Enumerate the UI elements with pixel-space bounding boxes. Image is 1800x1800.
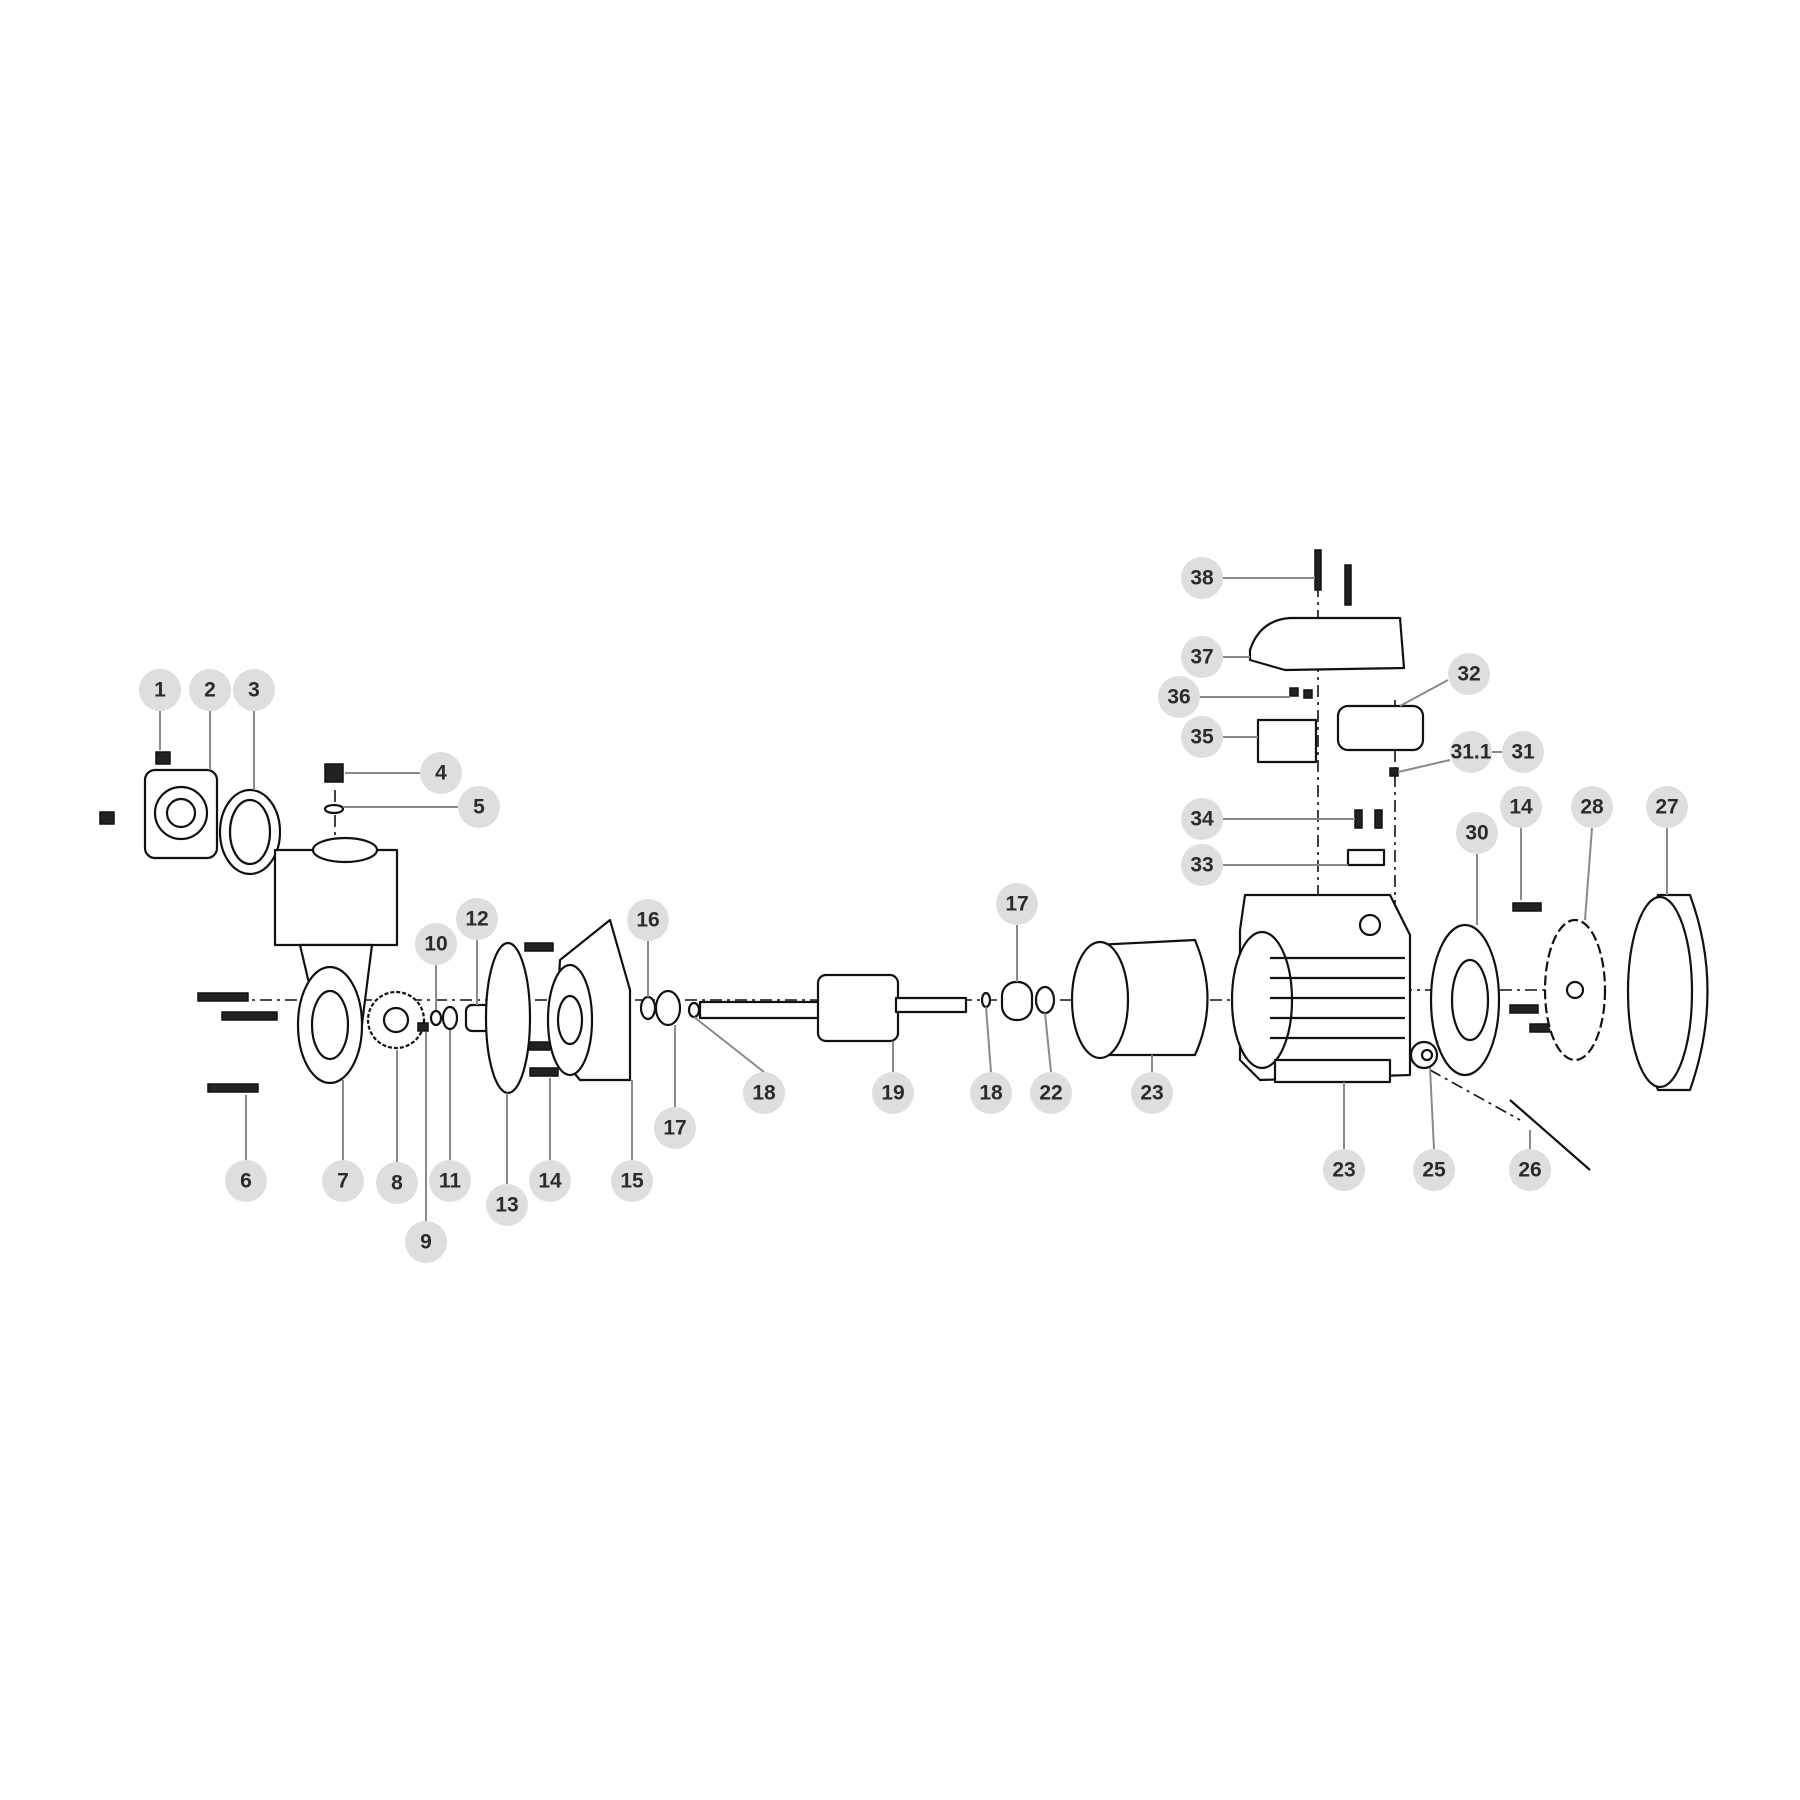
callout-17b: 17 <box>996 883 1038 925</box>
svg-text:9: 9 <box>420 1231 432 1254</box>
callout-28: 28 <box>1571 786 1613 828</box>
svg-text:18: 18 <box>752 1082 776 1105</box>
svg-text:1: 1 <box>154 679 166 702</box>
svg-text:17: 17 <box>1005 893 1028 916</box>
callout-6: 6 <box>225 1160 267 1202</box>
callout-16: 16 <box>627 899 669 941</box>
svg-text:4: 4 <box>435 762 447 785</box>
impeller-part <box>366 941 532 1095</box>
callout-14: 14 <box>529 1160 571 1202</box>
svg-text:28: 28 <box>1580 796 1604 819</box>
svg-text:13: 13 <box>495 1194 518 1217</box>
svg-text:36: 36 <box>1167 686 1190 709</box>
stator-part <box>1070 938 1209 1060</box>
svg-text:32: 32 <box>1457 663 1480 686</box>
svg-text:38: 38 <box>1190 567 1214 590</box>
svg-text:7: 7 <box>337 1170 349 1193</box>
motor-housing-part <box>1230 893 1439 1084</box>
callout-35: 35 <box>1181 716 1223 758</box>
svg-text:18: 18 <box>979 1082 1003 1105</box>
callout-31: 31 <box>1502 731 1544 773</box>
svg-text:15: 15 <box>620 1170 644 1193</box>
callout-10: 10 <box>415 923 457 965</box>
callout-13: 13 <box>486 1184 528 1226</box>
fan-end-parts <box>1429 893 1709 1171</box>
leader-lines <box>159 577 1668 1221</box>
svg-text:35: 35 <box>1190 726 1214 749</box>
callout-19: 19 <box>872 1072 914 1114</box>
svg-text:27: 27 <box>1655 796 1678 819</box>
svg-text:14: 14 <box>538 1170 562 1193</box>
bolts-part <box>197 902 1559 1093</box>
svg-text:12: 12 <box>465 908 488 931</box>
svg-text:34: 34 <box>1190 808 1214 831</box>
svg-text:26: 26 <box>1518 1159 1541 1182</box>
callout-36: 36 <box>1158 676 1200 718</box>
svg-text:31: 31 <box>1511 741 1535 764</box>
callout-30: 30 <box>1456 812 1498 854</box>
svg-text:14: 14 <box>1509 796 1533 819</box>
pump-body-part <box>273 763 399 1085</box>
callout-12: 12 <box>456 898 498 940</box>
callout-34: 34 <box>1181 798 1223 840</box>
callout-3: 3 <box>233 669 275 711</box>
part-callouts: 1 2 3 4 5 6 7 8 9 10 11 12 13 14 15 16 1… <box>139 557 1688 1263</box>
svg-text:31.1: 31.1 <box>1451 741 1492 764</box>
callout-27: 27 <box>1646 786 1688 828</box>
terminal-box-parts <box>1248 549 1425 867</box>
svg-text:23: 23 <box>1332 1159 1355 1182</box>
callout-37: 37 <box>1181 636 1223 678</box>
callout-22: 22 <box>1030 1072 1072 1114</box>
svg-text:25: 25 <box>1422 1159 1446 1182</box>
callout-9: 9 <box>405 1221 447 1263</box>
pump-cover-part <box>546 918 701 1082</box>
callout-23b: 23 <box>1323 1149 1365 1191</box>
callout-18b: 18 <box>970 1072 1012 1114</box>
svg-text:6: 6 <box>240 1170 252 1193</box>
callout-26: 26 <box>1509 1149 1551 1191</box>
svg-text:22: 22 <box>1039 1082 1062 1105</box>
svg-text:5: 5 <box>473 796 485 819</box>
inlet-flange-part <box>99 751 282 876</box>
callout-4: 4 <box>420 752 462 794</box>
callout-8: 8 <box>376 1162 418 1204</box>
callout-14b: 14 <box>1500 786 1542 828</box>
callout-1: 1 <box>139 669 181 711</box>
rotor-shaft-part <box>698 973 1056 1043</box>
callout-11: 11 <box>429 1160 471 1202</box>
svg-text:37: 37 <box>1190 646 1213 669</box>
svg-text:19: 19 <box>881 1082 904 1105</box>
svg-text:17: 17 <box>663 1117 686 1140</box>
callout-17: 17 <box>654 1107 696 1149</box>
svg-text:30: 30 <box>1465 822 1488 845</box>
svg-text:3: 3 <box>248 679 260 702</box>
callout-33: 33 <box>1181 844 1223 886</box>
callout-32: 32 <box>1448 653 1490 695</box>
svg-text:8: 8 <box>391 1172 403 1195</box>
svg-text:10: 10 <box>424 933 447 956</box>
callout-2: 2 <box>189 669 231 711</box>
callout-25: 25 <box>1413 1149 1455 1191</box>
svg-text:16: 16 <box>636 909 659 932</box>
callout-23: 23 <box>1131 1072 1173 1114</box>
callout-15: 15 <box>611 1160 653 1202</box>
callout-31-1: 31.1 <box>1450 731 1492 773</box>
callout-18: 18 <box>743 1072 785 1114</box>
svg-text:2: 2 <box>204 679 216 702</box>
callout-7: 7 <box>322 1160 364 1202</box>
svg-text:23: 23 <box>1140 1082 1163 1105</box>
callout-38: 38 <box>1181 557 1223 599</box>
callout-5: 5 <box>458 786 500 828</box>
svg-text:33: 33 <box>1190 854 1213 877</box>
svg-text:11: 11 <box>439 1170 462 1193</box>
